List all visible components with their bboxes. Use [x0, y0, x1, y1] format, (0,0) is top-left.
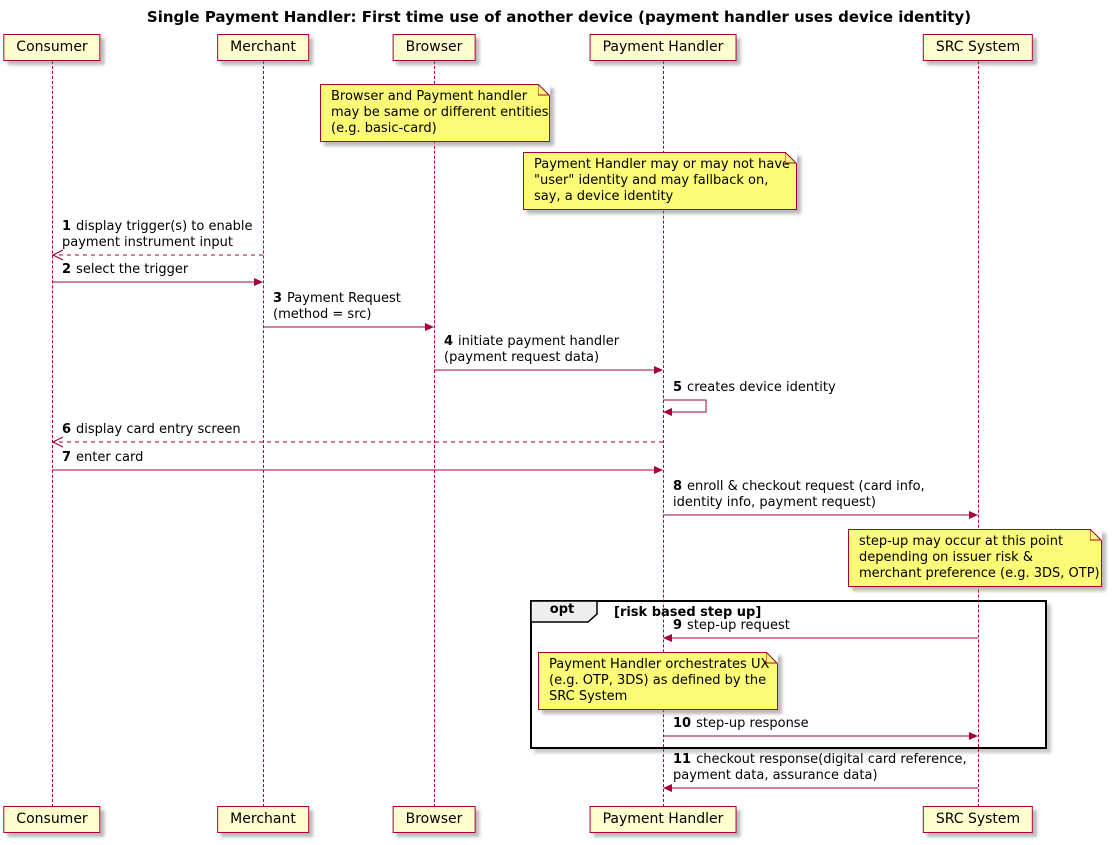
- message-7-number: 7: [62, 450, 72, 465]
- note-browser-payment-handler: Browser and Payment handler may be same …: [320, 84, 550, 142]
- message-2-label: 2 select the trigger: [62, 262, 188, 278]
- lifeline-src-system: [978, 61, 979, 807]
- message-8-arrowhead-icon: [969, 511, 978, 519]
- note-fold-icon: [766, 652, 778, 664]
- message-8-number: 8: [673, 479, 683, 494]
- message-4-arrowhead-icon: [654, 366, 663, 374]
- opt-guard-label: [risk based step up]: [614, 605, 762, 620]
- participant-consumer-top: Consumer: [3, 34, 101, 61]
- message-5-label: 5 creates device identity: [673, 380, 836, 396]
- message-5-text: creates device identity: [687, 380, 836, 395]
- message-1-number: 1: [62, 219, 72, 234]
- note-orchestrates-ux: Payment Handler orchestrates UX (e.g. OT…: [538, 652, 778, 710]
- note-fold-icon: [1090, 529, 1102, 541]
- participant-payment-handler-top: Payment Handler: [589, 34, 737, 61]
- note-fold-flap: [538, 84, 550, 96]
- note-fold-icon: [538, 84, 550, 96]
- opt-fragment-frame: opt [risk based step up]: [530, 600, 1047, 749]
- opt-operator-label: opt: [549, 602, 575, 617]
- opt-header-pentagon-shape: [530, 600, 598, 623]
- message-6-text: display card entry screen: [76, 422, 241, 437]
- message-9-number: 9: [673, 618, 683, 633]
- lifeline-merchant: [263, 61, 264, 807]
- message-10-label: 10 step-up response: [673, 716, 809, 732]
- message-1-open-arrowhead-icon: [51, 249, 64, 261]
- opt-fragment-header: opt: [530, 600, 599, 628]
- message-6-number: 6: [62, 422, 72, 437]
- message-4-number: 4: [444, 334, 454, 349]
- opt-header-pentagon-icon: [530, 600, 598, 623]
- message-10-arrowhead-icon: [969, 732, 978, 740]
- message-10-text: step-up response: [696, 716, 809, 731]
- participant-consumer-bottom: Consumer: [3, 806, 101, 833]
- note-text: Payment Handler may or may not have "use…: [534, 157, 791, 204]
- note-text: step-up may occur at this point dependin…: [859, 534, 1100, 581]
- note-step-up: step-up may occur at this point dependin…: [848, 529, 1102, 587]
- message-2-text: select the trigger: [76, 262, 189, 277]
- message-4-text: initiate payment handler (payment reques…: [444, 334, 620, 365]
- message-5-arrowhead-icon: [663, 408, 672, 416]
- note-text: Payment Handler orchestrates UX (e.g. OT…: [549, 657, 770, 704]
- message-5-self-loop-line: [663, 399, 707, 413]
- message-11-text: checkout response(digital card reference…: [673, 752, 967, 783]
- message-3-text: Payment Request (method = src): [273, 291, 401, 322]
- message-11-number: 11: [673, 752, 692, 767]
- note-fold-flap: [785, 152, 797, 164]
- participant-merchant-bottom: Merchant: [217, 806, 309, 833]
- message-10-number: 10: [673, 716, 692, 731]
- participant-merchant-top: Merchant: [217, 34, 309, 61]
- message-7-label: 7 enter card: [62, 450, 143, 466]
- message-6-open-arrowhead-icon: [51, 436, 64, 448]
- lifeline-browser: [434, 61, 435, 807]
- message-6-label: 6 display card entry screen: [62, 422, 241, 438]
- diagram-title: Single Payment Handler: First time use o…: [146, 8, 972, 26]
- message-7-arrowhead-icon: [654, 466, 663, 474]
- participant-src-system-bottom: SRC System: [922, 806, 1034, 833]
- message-9-text: step-up request: [687, 618, 790, 633]
- message-1-text: display trigger(s) to enable payment ins…: [62, 219, 253, 250]
- note-fold-flap: [766, 652, 778, 664]
- message-2-arrowhead-icon: [254, 278, 263, 286]
- participant-src-system-top: SRC System: [922, 34, 1034, 61]
- lifeline-payment-handler: [663, 61, 664, 807]
- message-2-number: 2: [62, 262, 72, 277]
- note-payment-handler-identity: Payment Handler may or may not have "use…: [523, 152, 797, 210]
- message-9-label: 9 step-up request: [673, 618, 790, 634]
- participant-browser-top: Browser: [392, 34, 476, 61]
- participant-browser-bottom: Browser: [392, 806, 476, 833]
- message-3-arrowhead-icon: [425, 323, 434, 331]
- message-11-arrowhead-icon: [663, 784, 672, 792]
- lifeline-consumer: [52, 61, 53, 807]
- message-7-text: enter card: [76, 450, 144, 465]
- note-text: Browser and Payment handler may be same …: [331, 89, 549, 136]
- participant-payment-handler-bottom: Payment Handler: [589, 806, 737, 833]
- message-3-number: 3: [273, 291, 283, 306]
- message-8-text: enroll & checkout request (card info, id…: [673, 479, 925, 510]
- note-fold-flap: [1090, 529, 1102, 541]
- message-9-arrowhead-icon: [663, 634, 672, 642]
- message-5-number: 5: [673, 380, 683, 395]
- note-fold-icon: [785, 152, 797, 164]
